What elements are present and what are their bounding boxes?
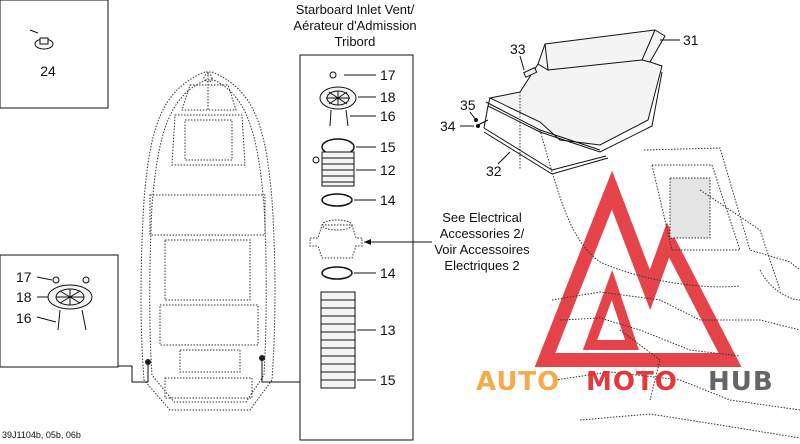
- watermark-text: AUTO MOTO HUB: [476, 367, 774, 397]
- callout-33: 33: [510, 41, 526, 57]
- callout-12: 12: [380, 162, 396, 178]
- part-24-box: 24: [0, 0, 109, 109]
- watermark-hub: HUB: [708, 367, 774, 397]
- port-vent-box: 17 18 16: [0, 254, 119, 368]
- storage-bin: 31 33 35 34 32: [440, 29, 699, 179]
- callout-17-left: 17: [16, 269, 32, 285]
- vent-connector-icon: [309, 219, 363, 259]
- hull-outline: [118, 71, 300, 411]
- clamp-14b-icon: [321, 266, 353, 280]
- callout-35: 35: [460, 97, 476, 113]
- callout-32: 32: [486, 163, 502, 179]
- long-hose-icon: [320, 291, 356, 389]
- watermark-moto: MOTO: [586, 367, 678, 397]
- screw-icon: [29, 29, 54, 50]
- callout-14-top: 14: [380, 192, 396, 208]
- note-line4: Electriques 2: [444, 258, 519, 273]
- engine-bay-outline: [539, 129, 800, 439]
- clamp-14-icon: [321, 193, 353, 207]
- callout-15-top: 15: [380, 139, 396, 155]
- figure-code: 39J1104b, 05b, 06b: [2, 430, 81, 440]
- callout-24: 24: [40, 63, 56, 79]
- callout-14-bottom: 14: [380, 265, 396, 281]
- panel-title-line3: Tribord: [335, 34, 376, 49]
- callout-34: 34: [440, 118, 456, 134]
- reference-note: See Electrical Accessories 2/ Voir Acces…: [434, 210, 530, 273]
- callout-17: 17: [380, 67, 396, 83]
- callout-16-left: 16: [16, 310, 32, 326]
- panel-title-line1: Starboard Inlet Vent/: [296, 2, 415, 17]
- vent-cap-icon: [319, 71, 357, 127]
- vent-grille-icon: [47, 276, 93, 331]
- callout-31: 31: [683, 32, 699, 48]
- callout-18-left: 18: [16, 289, 32, 305]
- callout-13: 13: [380, 322, 396, 338]
- callout-16: 16: [380, 108, 396, 124]
- callout-15-bottom: 15: [380, 372, 396, 388]
- watermark-auto: AUTO: [476, 367, 560, 397]
- note-line2: Accessories 2/: [440, 226, 525, 241]
- note-line1: See Electrical: [442, 210, 522, 225]
- panel-title-line2: Aérateur d'Admission: [293, 18, 416, 33]
- short-hose-icon: [312, 151, 355, 187]
- starboard-vent-panel: Starboard Inlet Vent/ Aérateur d'Admissi…: [293, 2, 432, 441]
- watermark-logo: [534, 170, 742, 367]
- callout-18: 18: [380, 89, 396, 105]
- note-line3: Voir Accessoires: [434, 242, 530, 257]
